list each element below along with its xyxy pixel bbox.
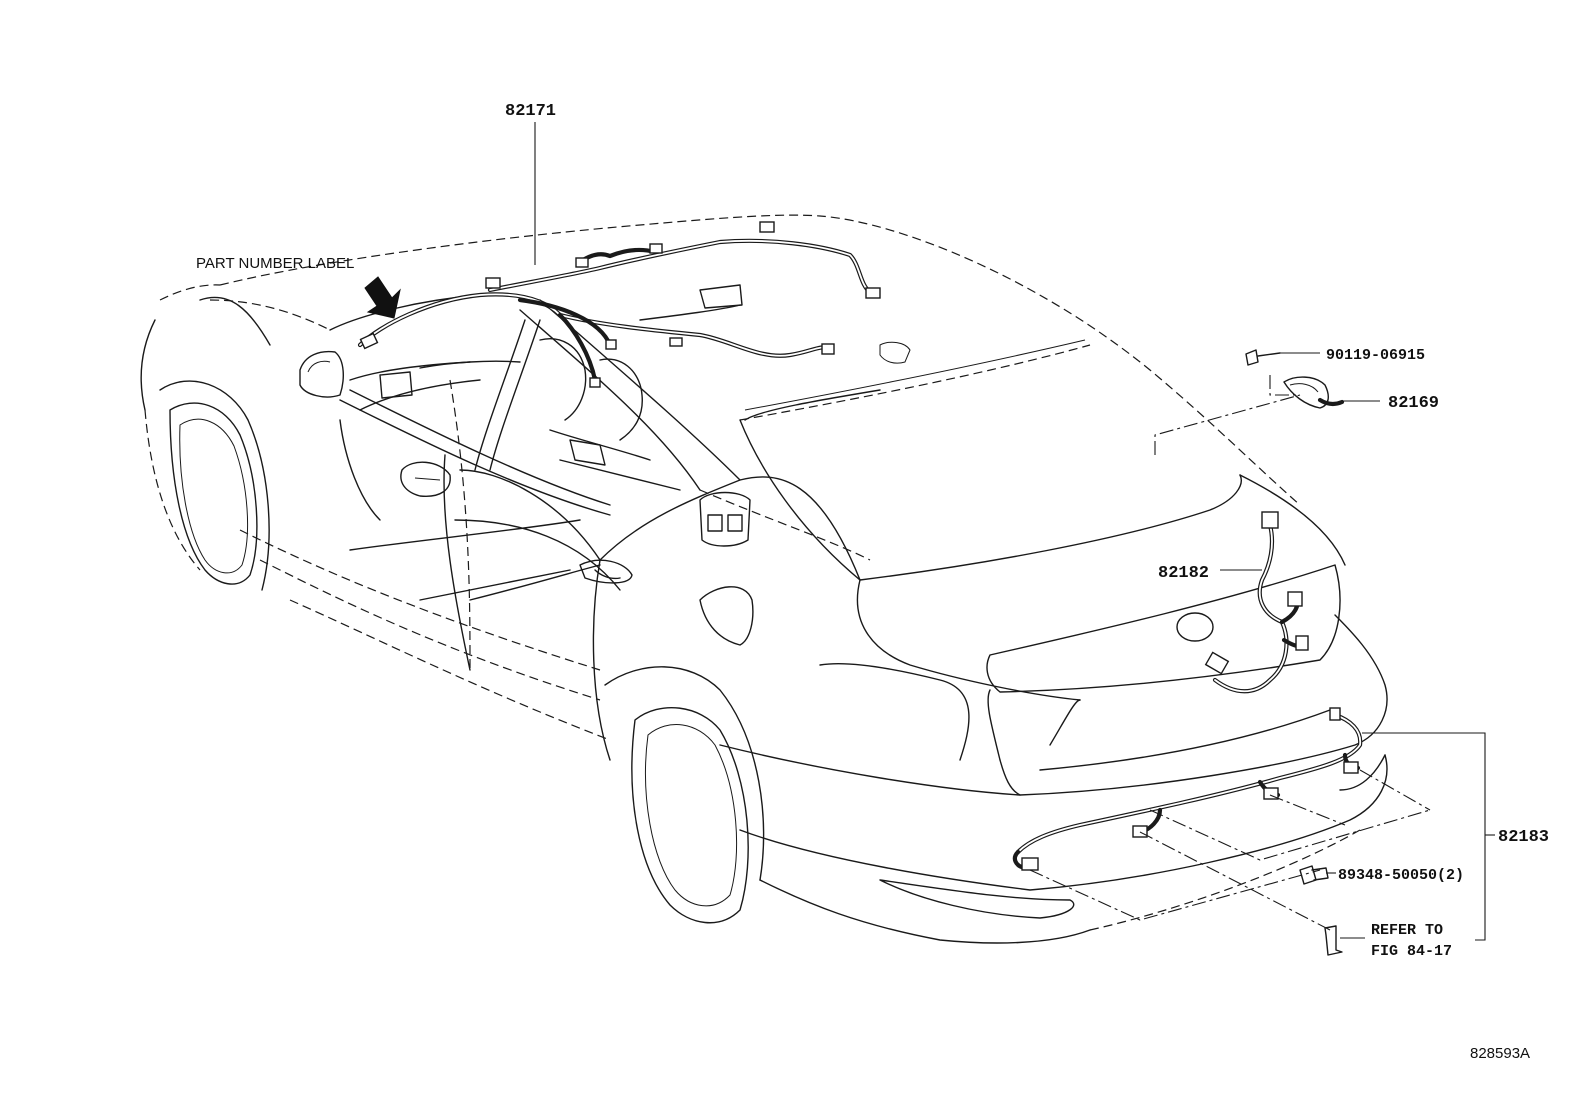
refer-to-line2: FIG 84-17 — [1371, 943, 1452, 960]
callout-82169: 82169 — [1388, 394, 1439, 413]
sensor-parts — [1299, 865, 1343, 956]
bumper-wire — [1012, 707, 1363, 871]
callout-82171: 82171 — [505, 102, 556, 121]
part-number-label-text: PART NUMBER LABEL — [196, 255, 354, 272]
trunk-lamp-wire — [1245, 349, 1345, 409]
car-body — [140, 214, 1388, 944]
roof-wire-harness — [357, 221, 881, 388]
callout-89348-50050: 89348-50050(2) — [1338, 867, 1464, 884]
luggage-room-wire — [1204, 511, 1309, 694]
leader-lines — [534, 122, 1495, 941]
figure-code: 828593A — [1470, 1045, 1530, 1062]
callout-82183: 82183 — [1498, 828, 1549, 847]
reference-lines — [1029, 375, 1431, 931]
refer-to-line1: REFER TO — [1371, 922, 1443, 939]
part-number-label-arrow — [364, 276, 401, 319]
callout-82182: 82182 — [1158, 564, 1209, 583]
callout-90119-06915: 90119-06915 — [1326, 347, 1425, 364]
